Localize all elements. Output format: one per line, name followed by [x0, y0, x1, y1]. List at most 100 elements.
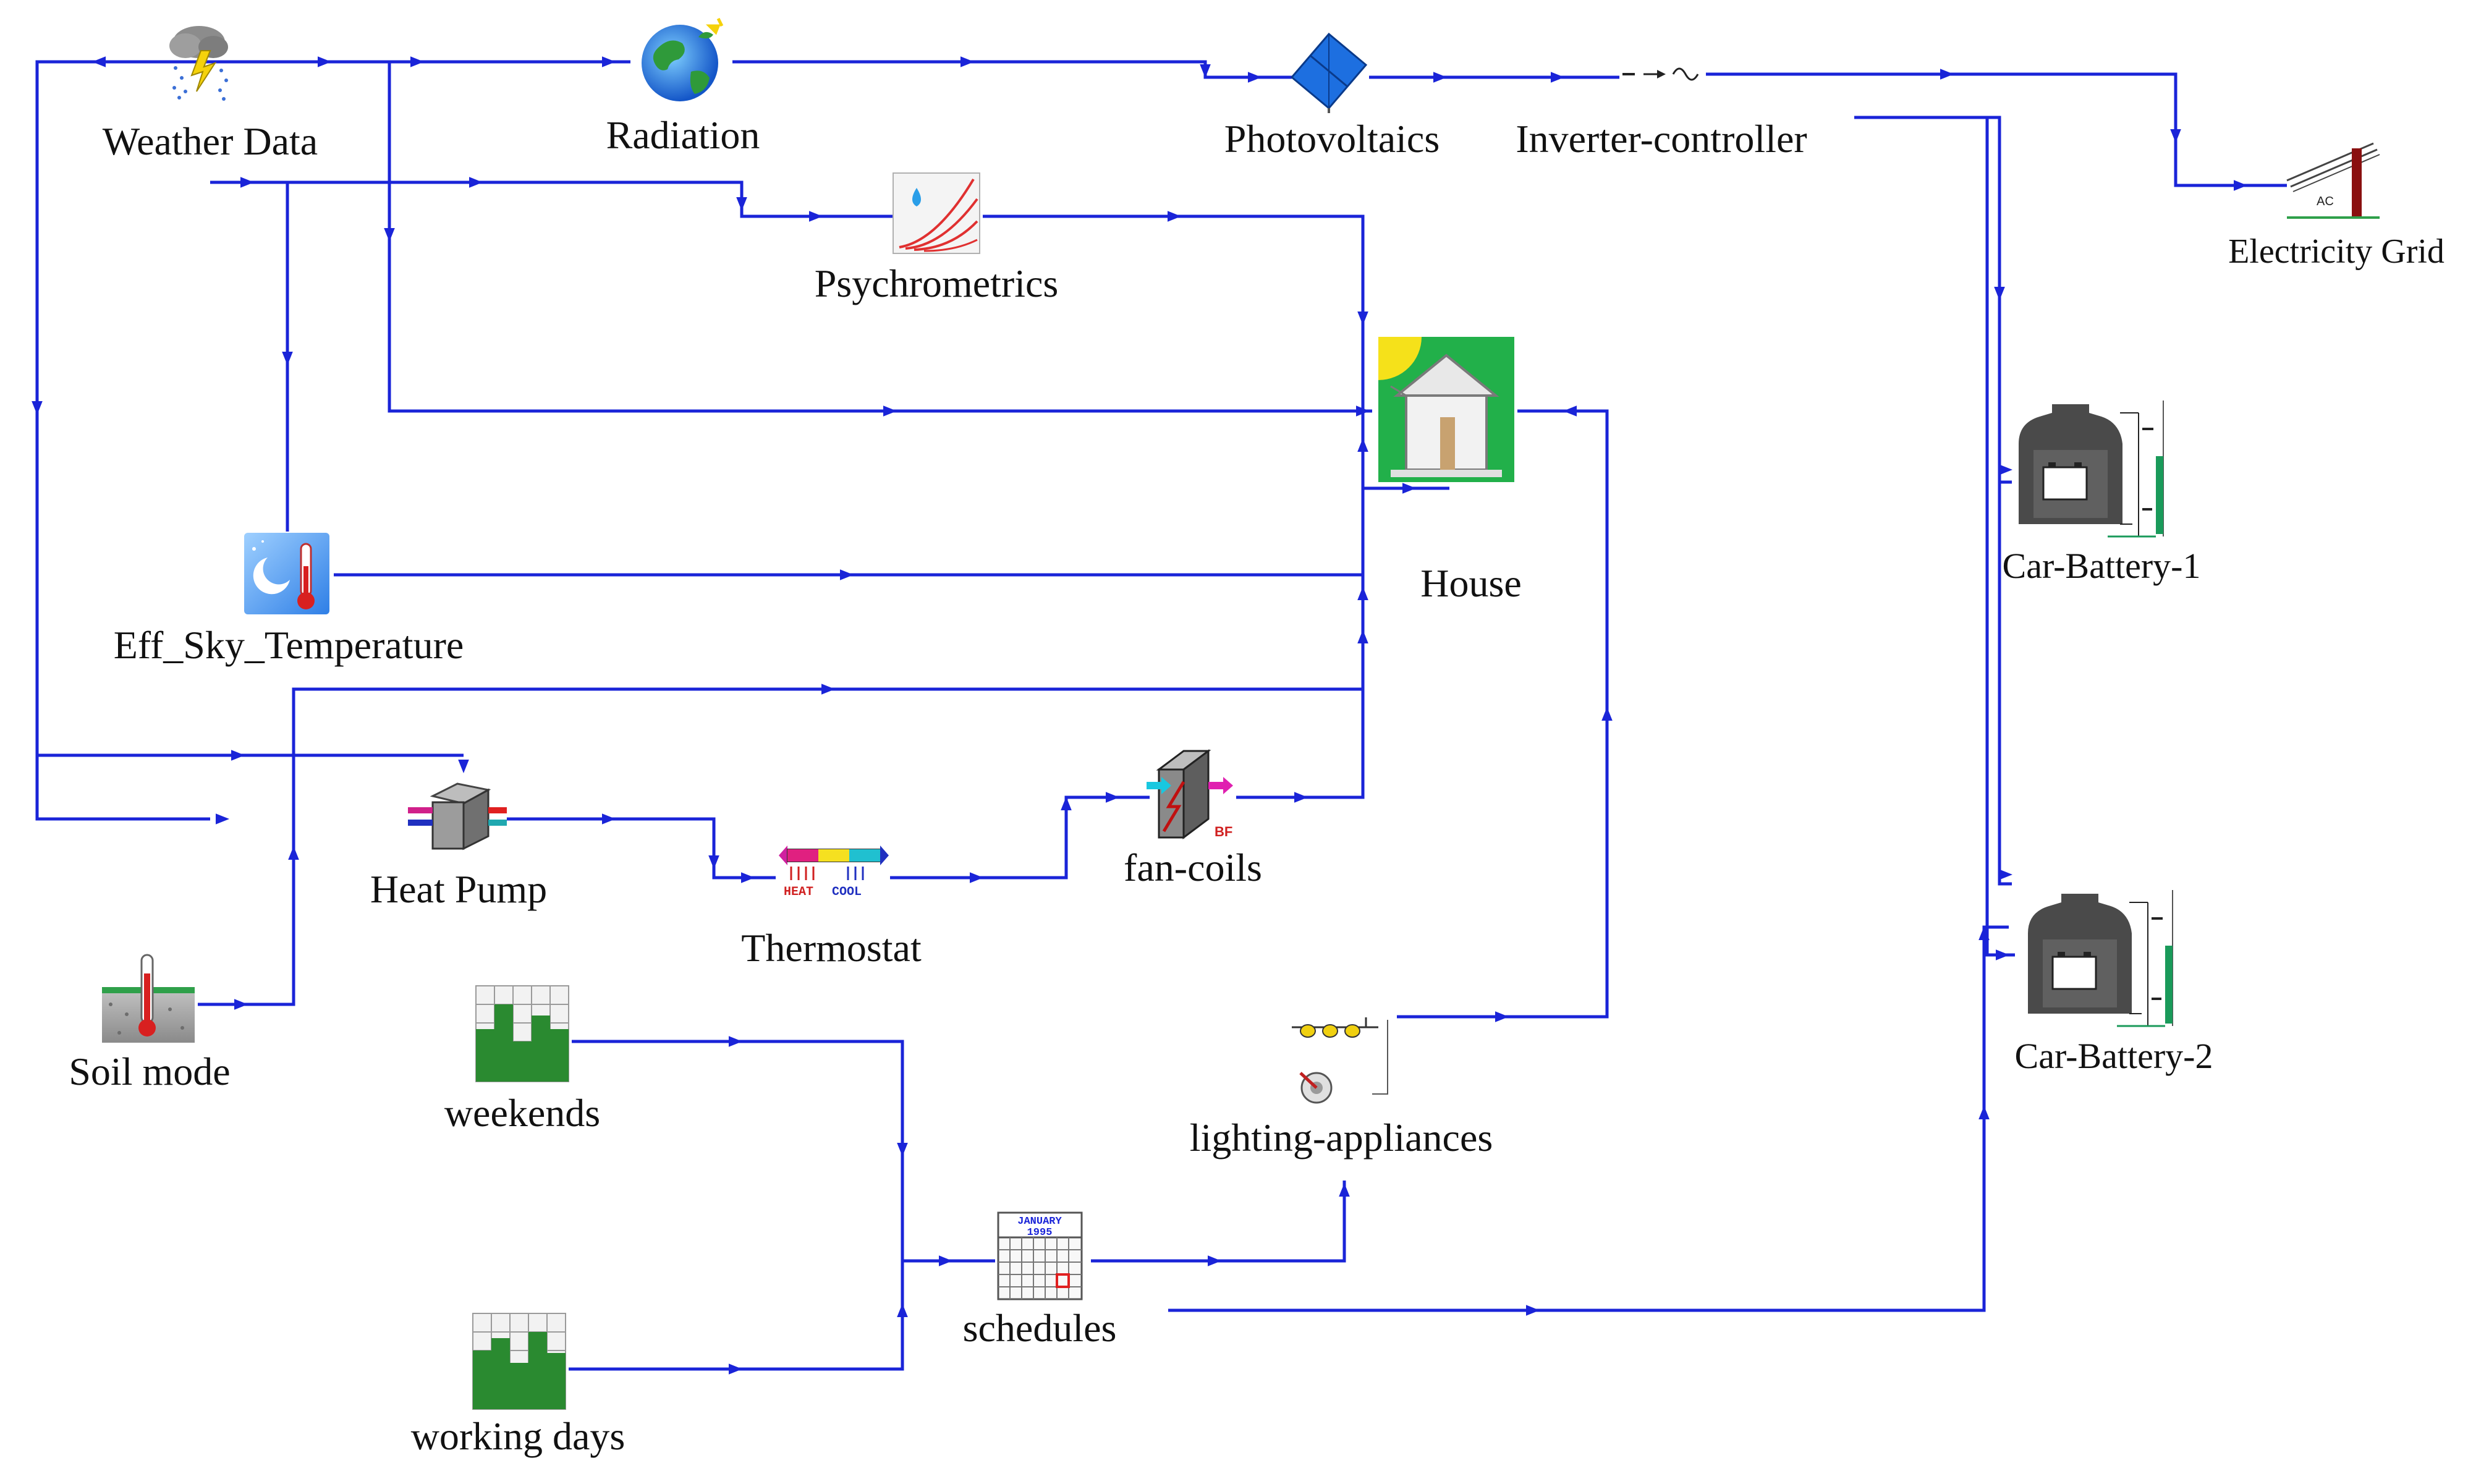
arrowhead [1248, 72, 1262, 83]
arrowhead [1357, 438, 1368, 452]
arrowhead [1106, 792, 1119, 803]
fancoil-bf-text: BF [1215, 824, 1232, 839]
house-label: House [1420, 561, 1522, 605]
thermostat-icon[interactable]: HEAT COOL [779, 846, 889, 899]
thermostat-cool-text: COOL [832, 885, 862, 899]
connection-line [1998, 117, 2012, 484]
arrowhead [282, 352, 293, 365]
arrowhead [1168, 211, 1181, 222]
arrowhead [602, 56, 616, 67]
car-battery-1-label: Car-Battery-1 [2003, 546, 2201, 586]
car-battery-icon[interactable] [2028, 890, 2173, 1027]
working-days-label: working days [411, 1414, 625, 1458]
connection-line [569, 1259, 995, 1371]
inverter-controller-label: Inverter-controller [1516, 117, 1807, 161]
weekends-label: weekends [444, 1091, 600, 1135]
arrowhead [708, 855, 719, 869]
arrowhead [2234, 180, 2247, 191]
arrowhead [458, 760, 469, 773]
arrowhead [384, 228, 395, 242]
power-pole-icon[interactable]: AC [2286, 142, 2380, 219]
bar-chart-grid-icon[interactable] [475, 985, 569, 1082]
arrowhead [1978, 1106, 1990, 1119]
arrowhead [1402, 483, 1416, 494]
thermostat-label: Thermostat [741, 926, 922, 970]
arrowhead [1356, 405, 1370, 417]
calendar-icon[interactable]: JANUARY 1995 [997, 1211, 1083, 1300]
arrowhead [231, 750, 245, 761]
arrowhead [1495, 1011, 1509, 1022]
connection-line [507, 817, 776, 880]
schedules-label: schedules [963, 1306, 1117, 1350]
arrowhead [92, 56, 106, 67]
connection-line [572, 1040, 904, 1261]
solar-panel-icon[interactable] [1290, 32, 1368, 113]
electricity-grid-label: Electricity Grid [2228, 232, 2445, 271]
connection-line [1236, 488, 1365, 799]
arrowhead [1563, 405, 1577, 417]
arrowhead [897, 1143, 908, 1156]
calendar-month-text: JANUARY [1017, 1216, 1062, 1227]
arrowhead [469, 177, 483, 188]
photovoltaics-label: Photovoltaics [1224, 117, 1440, 161]
arrowhead [234, 999, 248, 1010]
arrowhead [1357, 312, 1368, 325]
arrowhead [1294, 792, 1308, 803]
arrowhead [1999, 869, 2012, 880]
arrowhead [821, 684, 835, 695]
weather-data-label: Weather Data [103, 119, 318, 163]
sky-thermometer-icon[interactable] [244, 533, 329, 614]
calendar-year-text: 1995 [1027, 1227, 1053, 1239]
arrowhead [939, 1255, 952, 1266]
globe-icon[interactable] [642, 17, 724, 101]
arrowhead [1433, 72, 1447, 83]
arrowhead [741, 872, 755, 883]
arrowhead [970, 872, 983, 883]
connection-line [1854, 116, 2012, 886]
connection-line [388, 62, 1372, 413]
arrowhead [897, 1304, 908, 1317]
connection-line [1091, 1181, 1346, 1263]
eff-sky-temperature-label: Eff_Sky_Temperature [114, 623, 464, 667]
arrowhead [1200, 64, 1211, 78]
arrowhead [318, 56, 331, 67]
arrowhead [1339, 1183, 1350, 1197]
connection-line [983, 214, 1365, 337]
arrowhead [1994, 287, 2005, 300]
weather-cloud-lightning-icon[interactable] [169, 26, 228, 101]
arrowhead [1357, 630, 1368, 643]
heat-pump-icon[interactable] [408, 782, 507, 850]
lighting-appliances-icon[interactable] [1292, 1017, 1388, 1104]
arrowhead [1061, 797, 1072, 810]
arrowhead [729, 1036, 742, 1047]
inverter-icon[interactable] [1622, 67, 1699, 81]
psychrometric-chart-icon[interactable] [893, 172, 980, 254]
thermostat-heat-text: HEAT [784, 885, 813, 899]
arrowhead [1601, 707, 1613, 721]
arrowhead [1208, 1255, 1221, 1266]
psychrometrics-label: Psychrometrics [815, 261, 1059, 305]
fan-coils-label: fan-coils [1124, 846, 1262, 889]
arrowhead [840, 569, 854, 580]
arrowhead [1978, 926, 1990, 940]
arrowhead [1940, 69, 1954, 80]
bar-chart-grid-icon[interactable] [472, 1313, 566, 1410]
arrowhead [32, 401, 43, 415]
connection-line [334, 337, 1365, 577]
car-battery-icon[interactable] [2019, 401, 2164, 538]
arrowhead [216, 813, 229, 825]
connection-line [1397, 409, 1609, 1019]
arrowhead [1999, 464, 2012, 475]
house-icon[interactable] [1378, 337, 1514, 482]
arrowhead [2170, 129, 2181, 143]
arrowhead [240, 177, 254, 188]
fan-coil-icon[interactable]: BF [1147, 749, 1233, 839]
car-battery-2-label: Car-Battery-2 [2015, 1036, 2213, 1076]
connection-line [210, 180, 893, 218]
arrowhead [1357, 587, 1368, 600]
heat-pump-label: Heat Pump [370, 867, 547, 911]
soil-thermometer-icon[interactable] [102, 954, 195, 1043]
arrowhead [288, 846, 299, 860]
arrowhead [729, 1363, 742, 1375]
